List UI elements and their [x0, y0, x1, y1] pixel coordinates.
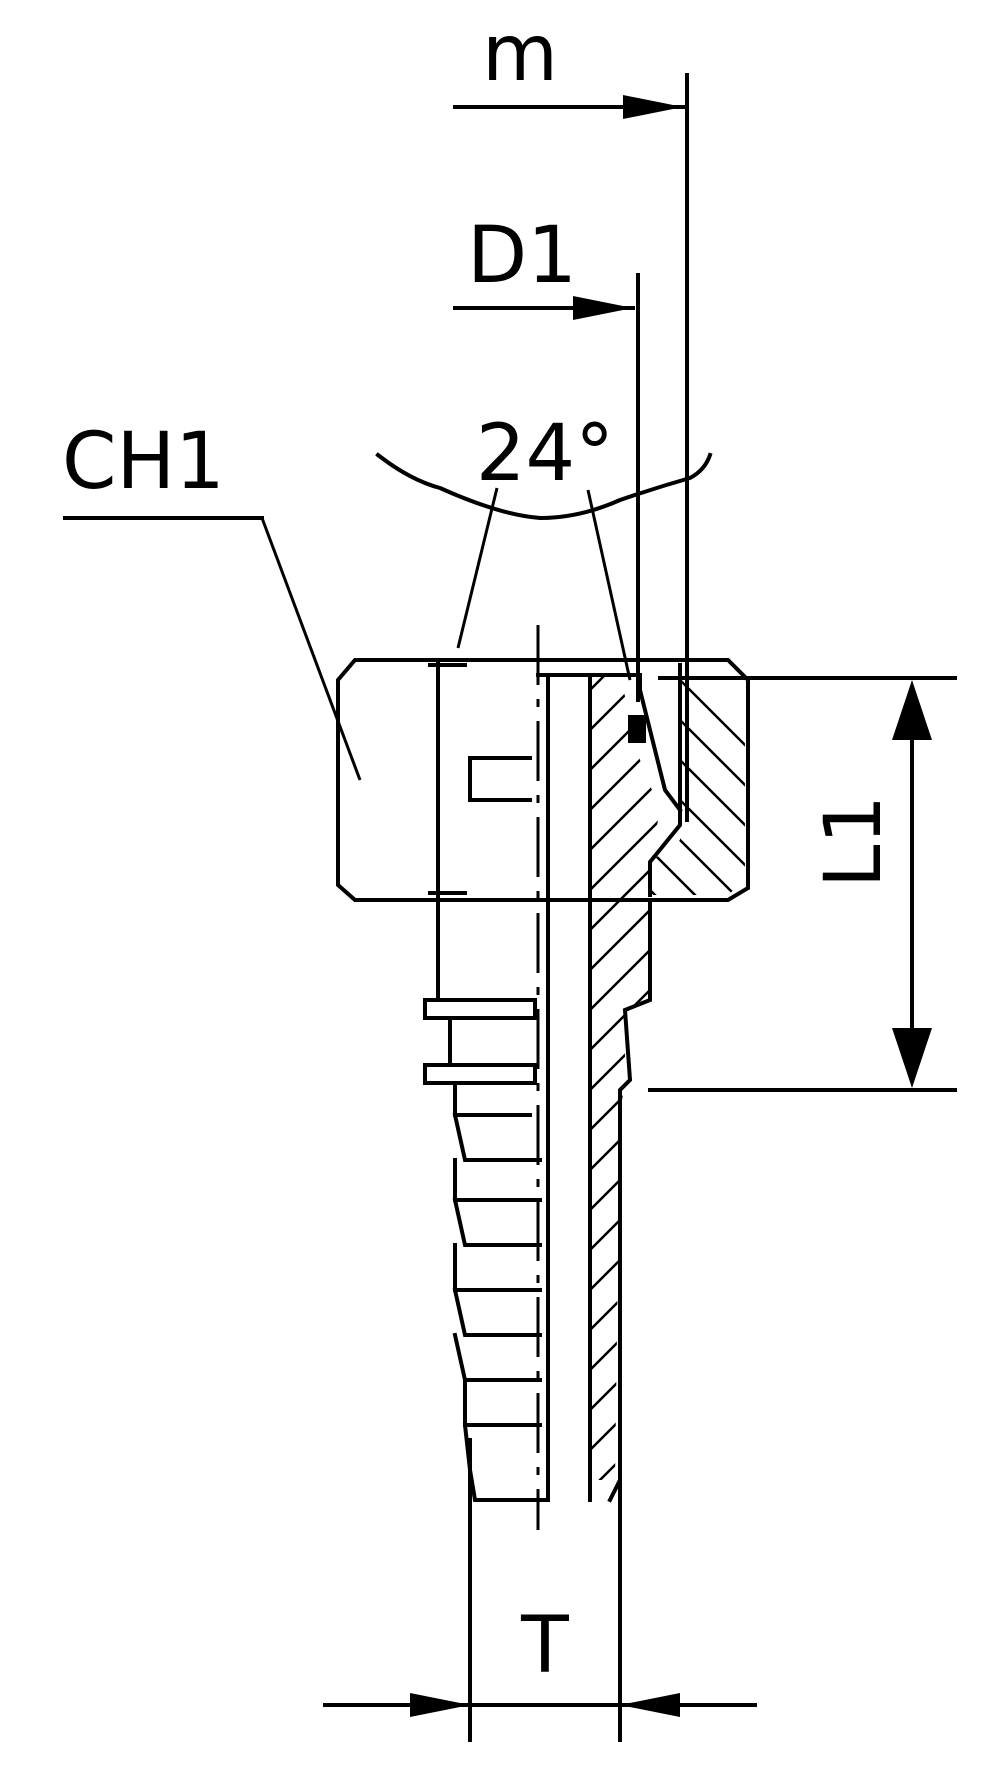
- angle-leader-right: [586, 489, 632, 681]
- m-label: m: [482, 9, 558, 99]
- d1-dimension: D1: [453, 211, 640, 702]
- stem-tip: [462, 1422, 550, 1502]
- seal-ring: [628, 715, 646, 743]
- nut-outline: [336, 658, 750, 902]
- cone-profile: [638, 673, 683, 813]
- nut-section-mark: [468, 756, 532, 802]
- stem-body: [423, 625, 683, 1530]
- barb-8: [463, 1378, 542, 1427]
- t-dimension: T: [323, 1403, 757, 1742]
- stem-outer-profile: [607, 898, 652, 1503]
- angle-arc: [375, 452, 713, 521]
- barb-2: [452, 1112, 542, 1162]
- ch1-leader: [260, 517, 362, 781]
- collar-ring-2: [423, 1063, 537, 1085]
- m-dimension: m: [453, 9, 689, 822]
- l1-arrowhead-bottom: [892, 1028, 932, 1088]
- barb-5: [453, 1243, 542, 1292]
- nut-inner-wall: [648, 663, 682, 897]
- d1-label: D1: [467, 211, 577, 301]
- barb-6: [452, 1287, 542, 1337]
- barb-1: [453, 1081, 532, 1117]
- ch1-callout: CH1: [62, 417, 362, 781]
- l1-dimension: L1: [648, 676, 957, 1092]
- l1-label: L1: [809, 795, 899, 888]
- collar-ring-1: [423, 998, 537, 1020]
- ch1-label: CH1: [62, 417, 225, 507]
- angle-leader-left: [456, 487, 499, 649]
- angle-dimension: 24°: [375, 409, 713, 681]
- t-label: T: [520, 1601, 569, 1691]
- l1-arrowhead-top: [892, 680, 932, 740]
- angle-label: 24°: [476, 409, 614, 499]
- barb-3: [453, 1158, 542, 1202]
- barb-7: [452, 1332, 542, 1382]
- barb-4: [452, 1197, 542, 1247]
